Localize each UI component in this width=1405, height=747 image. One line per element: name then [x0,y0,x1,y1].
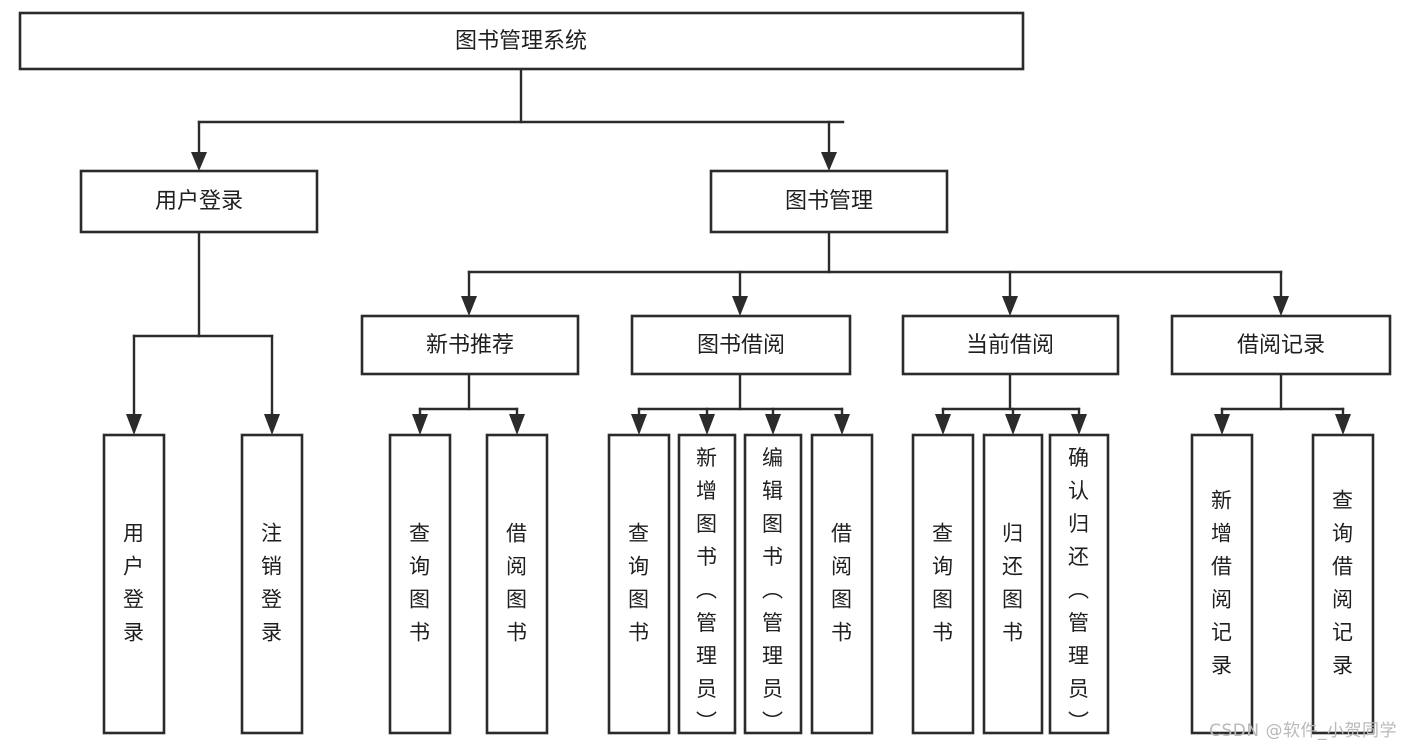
leaf-user-login-label: 用户登录 [123,522,145,645]
leaf-add-book-admin[interactable]: 新增图书︵管理员︶ [677,433,737,735]
arrow-head-icon [461,296,477,316]
leaf-borrow-book-1-label: 借阅图书 [506,522,528,645]
leaf-node-layer: 用户登录 注销登录 查询图书 借阅图书 查询图书 新增图书︵管理员︶ 编辑图书︵管理员︶ 借阅… [102,433,1375,735]
node-borrow-record[interactable]: 借阅记录 [1170,314,1392,376]
connector-borrowrecord-to-leaves [1214,372,1351,435]
leaf-query-borrow-record-label: 查询借阅记录 [1332,489,1354,678]
arrow-head-icon [935,414,951,435]
node-root-label: 图书管理系统 [455,29,587,54]
leaf-logout-label: 注销登录 [261,522,283,645]
arrow-head-icon [264,414,280,435]
leaf-borrow-book-2-label: 借阅图书 [831,522,853,645]
node-book-manage[interactable]: 图书管理 [709,169,949,234]
leaf-logout[interactable]: 注销登录 [240,433,304,735]
node-user-login-label: 用户登录 [155,189,243,214]
leaf-borrow-book-2[interactable]: 借阅图书 [810,433,874,735]
leaf-return-book-label: 归还图书 [1002,522,1024,645]
arrow-head-icon [1273,296,1289,316]
arrow-head-icon [821,152,837,171]
connector-userlogin-to-leaves [126,230,280,435]
connector-newbook-to-leaves [412,372,525,435]
connector-bookmanage-to-level3 [461,230,1289,316]
leaf-query-book-1[interactable]: 查询图书 [388,433,452,735]
arrow-head-icon [412,414,428,435]
arrow-head-icon [1002,296,1018,316]
node-book-manage-label: 图书管理 [785,189,873,214]
leaf-borrow-book-1[interactable]: 借阅图书 [485,433,549,735]
node-new-book-recommend[interactable]: 新书推荐 [360,314,580,376]
leaf-edit-book-admin[interactable]: 编辑图书︵管理员︶ [743,433,803,735]
arrow-head-icon [191,152,207,171]
connector-bookborrow-to-leaves [631,372,850,435]
node-root[interactable]: 图书管理系统 [18,11,1025,71]
arrow-head-icon [1214,414,1230,435]
arrow-head-icon [126,414,142,435]
arrow-head-icon [1005,414,1021,435]
arrow-head-icon [1071,414,1087,435]
leaf-query-book-1-label: 查询图书 [409,522,431,645]
leaf-confirm-return-admin-label: 确认归还︵管理员︶ [1068,446,1090,734]
leaf-edit-book-admin-label: 编辑图书︵管理员︶ [762,446,784,734]
node-current-borrow-label: 当前借阅 [966,333,1054,358]
arrow-head-icon [631,414,647,435]
node-borrow-record-label: 借阅记录 [1237,333,1325,358]
arrow-head-icon [765,414,781,435]
connector-currentborrow-to-leaves [935,372,1087,435]
connector-root-to-level2 [191,67,845,171]
leaf-query-book-3[interactable]: 查询图书 [911,433,975,735]
leaf-user-login[interactable]: 用户登录 [102,433,166,735]
node-book-borrow[interactable]: 图书借阅 [630,314,852,376]
arrow-head-icon [699,414,715,435]
node-current-borrow[interactable]: 当前借阅 [901,314,1120,376]
leaf-query-borrow-record[interactable]: 查询借阅记录 [1311,433,1375,735]
arrow-head-icon [732,296,748,316]
arrow-head-icon [509,414,525,435]
leaf-query-book-2[interactable]: 查询图书 [607,433,671,735]
leaf-add-book-admin-label: 新增图书︵管理员︶ [696,446,718,734]
leaf-return-book[interactable]: 归还图书 [982,433,1044,735]
arrow-head-icon [834,414,850,435]
node-new-book-recommend-label: 新书推荐 [426,333,514,358]
node-book-borrow-label: 图书借阅 [697,333,785,358]
leaf-confirm-return-admin[interactable]: 确认归还︵管理员︶ [1048,433,1110,735]
leaf-query-book-3-label: 查询图书 [932,522,954,645]
leaf-query-book-2-label: 查询图书 [628,522,650,645]
node-user-login[interactable]: 用户登录 [79,169,319,234]
leaf-add-borrow-record[interactable]: 新增借阅记录 [1190,433,1254,735]
arrow-head-icon [1335,414,1351,435]
leaf-add-borrow-record-label: 新增借阅记录 [1211,489,1233,678]
